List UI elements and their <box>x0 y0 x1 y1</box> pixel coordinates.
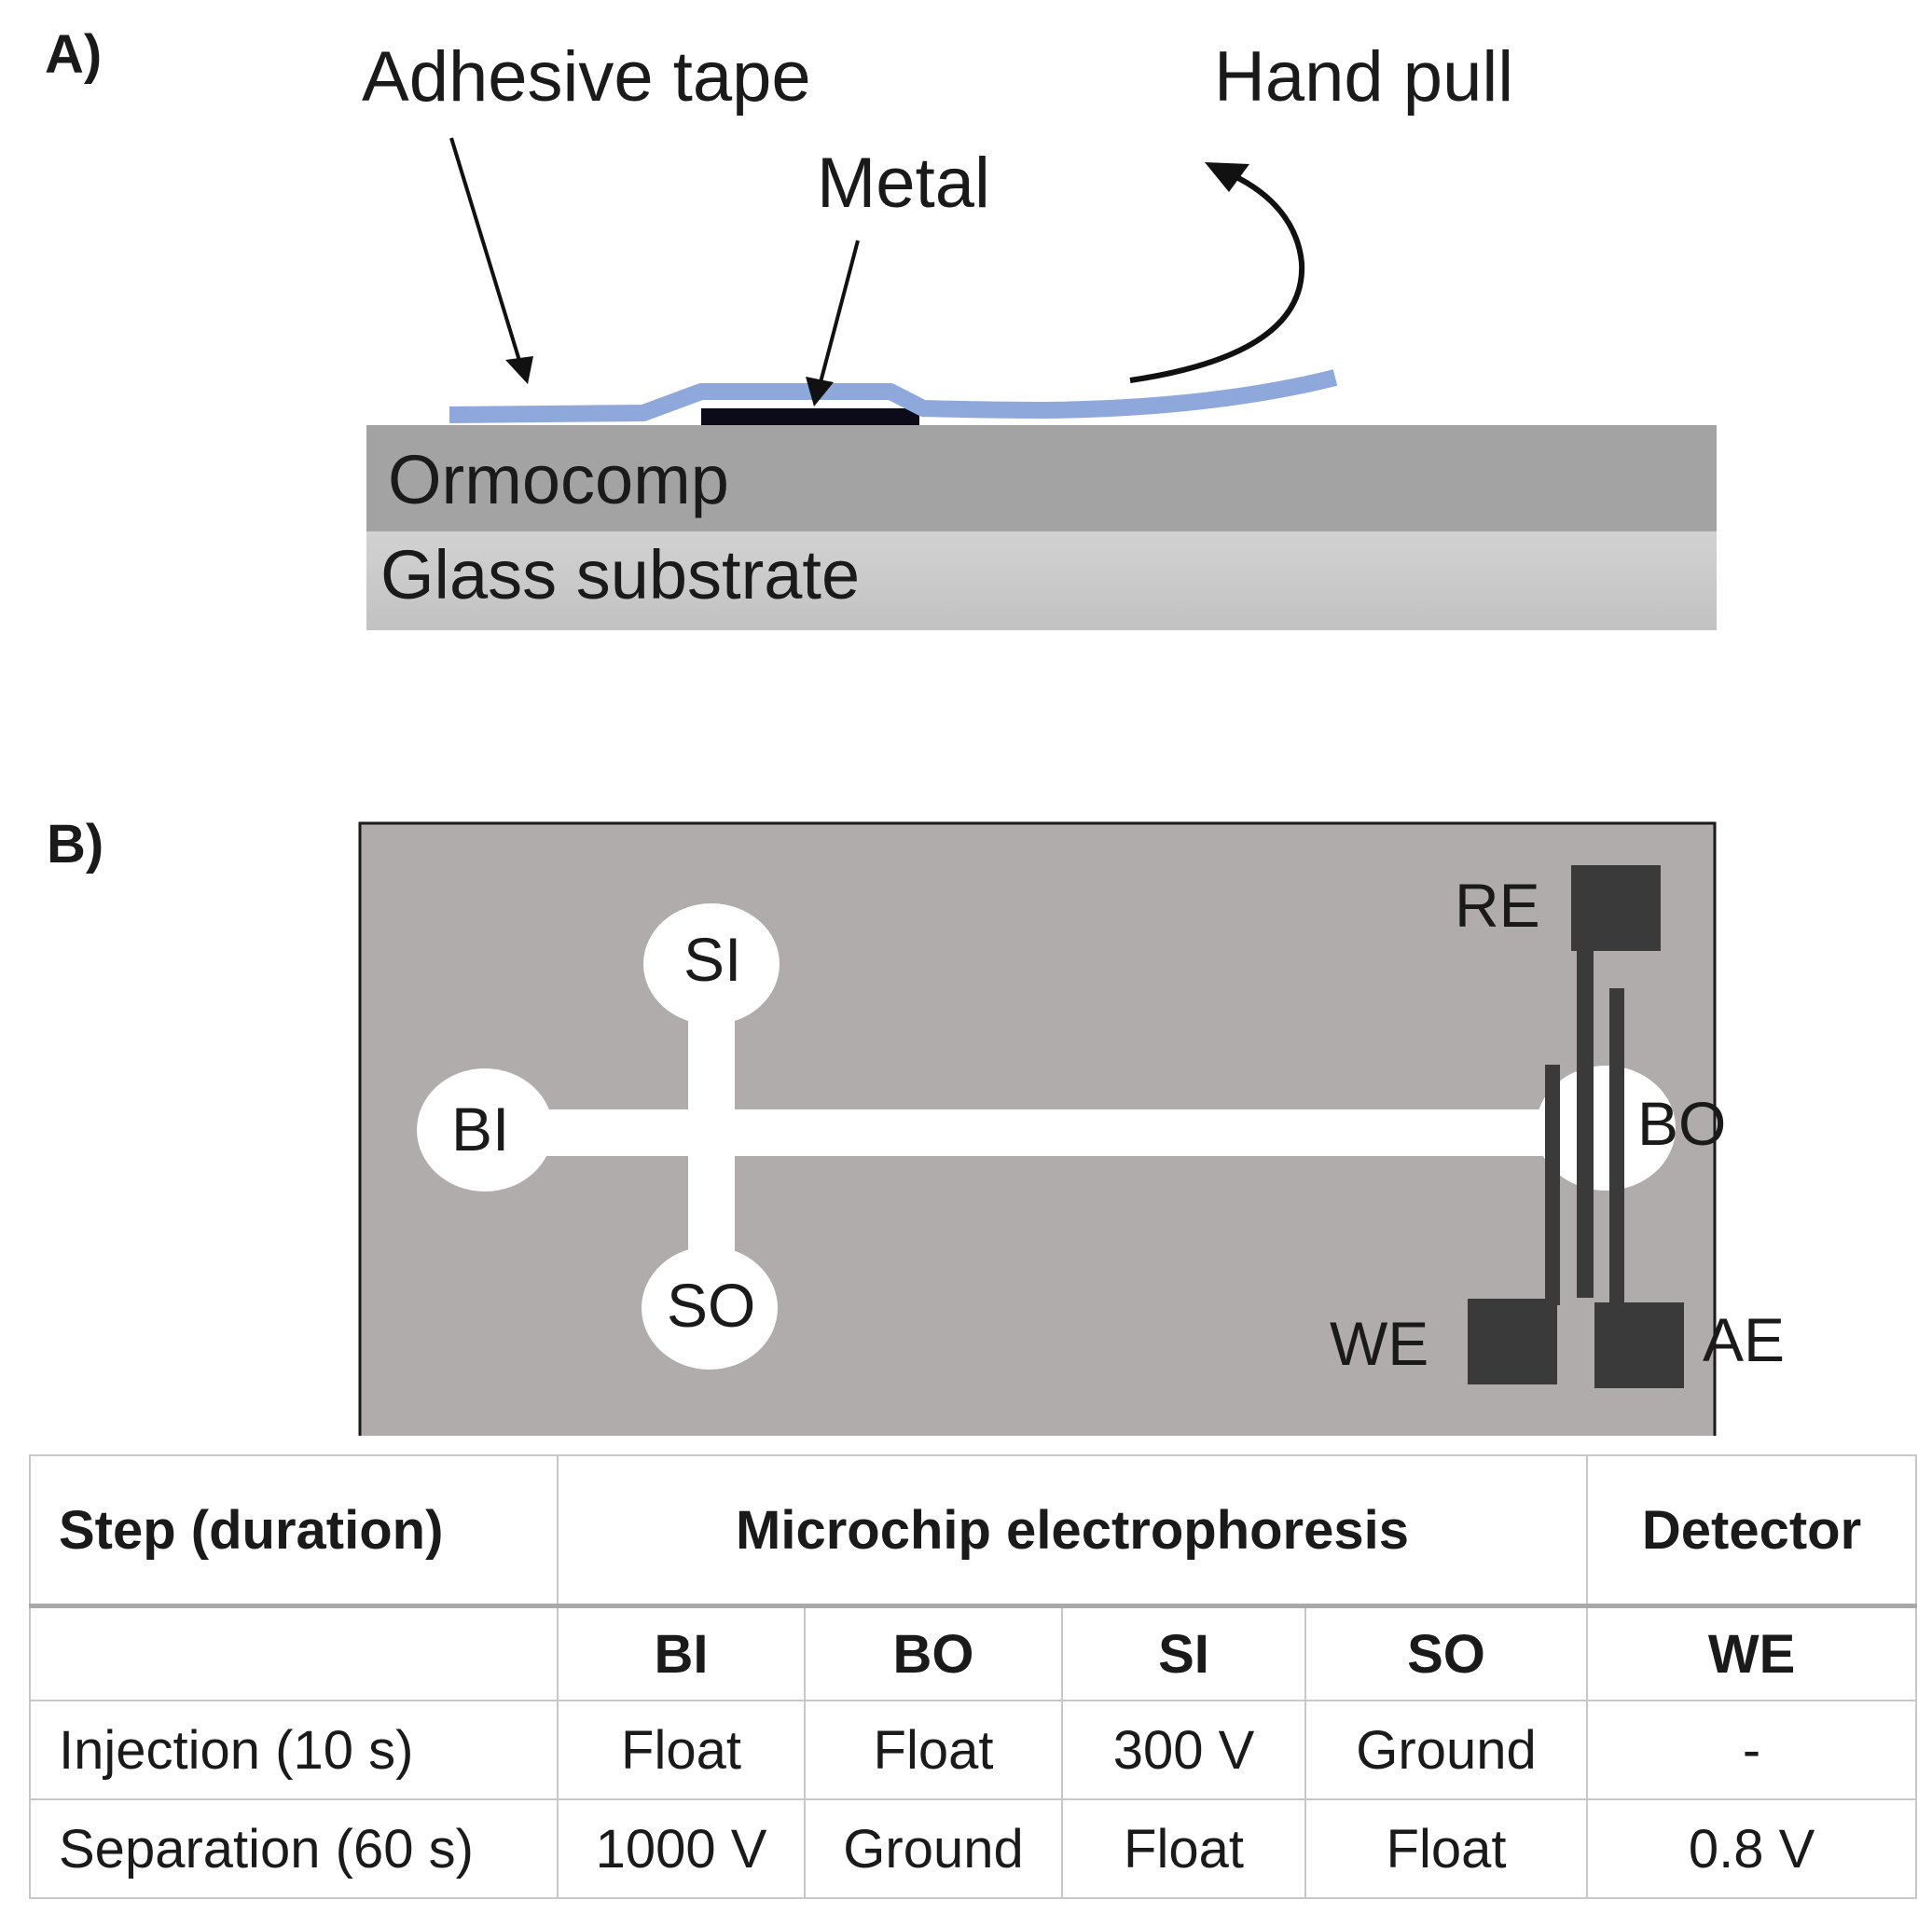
adhesive-tape-label: Adhesive tape <box>362 37 811 117</box>
ormocomp-label: Ormocomp <box>388 441 729 518</box>
table-cell: Ground <box>1304 1700 1589 1800</box>
electrode-we-label: WE <box>1330 1309 1428 1378</box>
adhesive-tape <box>448 369 1338 423</box>
electrode-we-line <box>1545 1065 1560 1305</box>
table-cell: - <box>1586 1700 1918 1800</box>
subheader-cell: WE <box>1586 1604 1918 1701</box>
separation-channel <box>485 1109 1613 1156</box>
panel-b-label: B) <box>47 814 104 874</box>
hand-pull-arrow <box>1129 172 1305 383</box>
subheader-cell: SO <box>1304 1604 1589 1701</box>
table-cell: Float <box>1304 1798 1589 1899</box>
ormocomp-layer <box>366 425 1717 531</box>
subheader-cell: BI <box>557 1604 806 1701</box>
header-step: Step (duration) <box>29 1454 559 1608</box>
reservoir-bi-label: BI <box>451 1095 509 1164</box>
electrode-re-line <box>1577 951 1594 1298</box>
table-cell: 1000 V <box>557 1798 806 1899</box>
glass-substrate-layer <box>366 531 1717 630</box>
table-cell: 0.8 V <box>1586 1798 1918 1899</box>
reservoir-si <box>643 903 780 1025</box>
reservoir-bo-label: BO <box>1637 1089 1726 1158</box>
electrode-re-label: RE <box>1455 871 1540 940</box>
metal-arrow <box>819 240 860 383</box>
table-cell: Float <box>804 1700 1063 1800</box>
electrode-ae-label: AE <box>1703 1305 1785 1374</box>
electrode-ae-line <box>1609 988 1624 1305</box>
electrode-re-pad <box>1571 865 1661 951</box>
figure: A) Ormocomp Glass substrate Adhesive tap… <box>45 24 1785 1436</box>
subheader-cell <box>29 1604 559 1701</box>
table-cell: Float <box>1061 1798 1306 1899</box>
table-row: Injection (10 s) Float Float 300 V Groun… <box>29 1700 1918 1800</box>
adhesive-tape-arrow <box>449 137 522 365</box>
table-cell: Ground <box>804 1798 1063 1899</box>
table-cell: Injection (10 s) <box>29 1700 559 1800</box>
reservoir-bi <box>417 1068 553 1191</box>
glass-substrate-label: Glass substrate <box>380 536 860 613</box>
adhesive-tape-arrowhead <box>505 356 533 384</box>
metal-label: Metal <box>817 144 990 223</box>
reservoir-so-label: SO <box>667 1271 755 1340</box>
panel-a: A) Ormocomp Glass substrate Adhesive tap… <box>45 24 1717 630</box>
metal-arrowhead <box>806 377 834 406</box>
reservoir-so <box>642 1246 778 1370</box>
table-cell: Separation (60 s) <box>29 1798 559 1899</box>
reservoir-bo <box>1536 1066 1676 1191</box>
reservoir-si-label: SI <box>683 925 741 994</box>
table-header-row: Step (duration) Microchip electrophoresi… <box>29 1454 1918 1608</box>
panel-a-label: A) <box>45 24 102 85</box>
table-cell: Float <box>557 1700 806 1800</box>
metal-film <box>701 408 919 425</box>
hand-pull-label: Hand pull <box>1214 37 1513 117</box>
protocol-table: Step (duration) Microchip electrophoresi… <box>29 1454 1918 1899</box>
table-cell: 300 V <box>1061 1700 1306 1800</box>
table-subheader-row: BI BO SI SO WE <box>29 1604 1918 1701</box>
hand-pull-arrowhead <box>1205 162 1249 192</box>
header-mce: Microchip electrophoresis <box>556 1454 1589 1608</box>
subheader-cell: SI <box>1061 1604 1306 1701</box>
electrode-ae-pad <box>1594 1302 1684 1388</box>
electrode-we-pad <box>1468 1299 1557 1384</box>
panel-b: B) SI BI SO BO RE WE AE <box>47 814 1785 1436</box>
header-detector: Detector <box>1586 1454 1918 1608</box>
subheader-cell: BO <box>804 1604 1063 1701</box>
table-row: Separation (60 s) 1000 V Ground Float Fl… <box>29 1798 1918 1899</box>
